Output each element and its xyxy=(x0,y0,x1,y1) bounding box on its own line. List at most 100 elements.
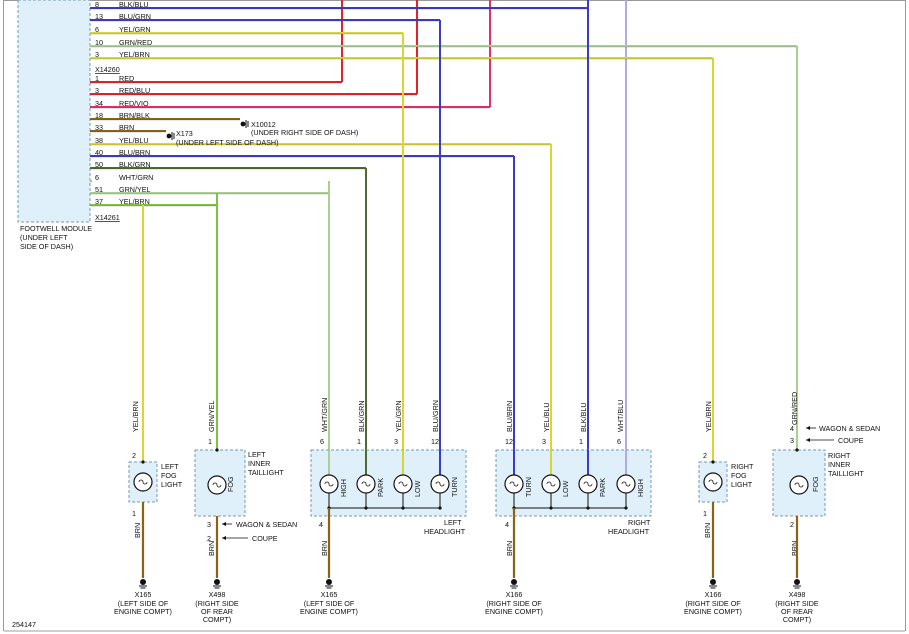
headlight-pin-number: 6 xyxy=(617,437,621,446)
svg-text:SIDE OF DASH): SIDE OF DASH) xyxy=(20,242,73,251)
svg-text:BRN: BRN xyxy=(790,541,799,556)
module-pin-number: 34 xyxy=(95,99,103,108)
module-pin-number: 3 xyxy=(95,86,99,95)
svg-text:FOG: FOG xyxy=(161,471,177,480)
svg-text:COUPE: COUPE xyxy=(252,534,278,543)
svg-text:3: 3 xyxy=(790,436,794,445)
pin-dot xyxy=(215,448,219,452)
svg-text:4: 4 xyxy=(790,424,794,433)
filament-icon xyxy=(583,481,593,487)
filament-icon xyxy=(361,481,371,487)
svg-text:RIGHT: RIGHT xyxy=(628,518,651,527)
wires xyxy=(90,0,798,462)
ground-id: X166 xyxy=(506,590,523,599)
ground-id: X166 xyxy=(705,590,722,599)
module-pin-number: 13 xyxy=(95,12,103,21)
bulb-label: PARK xyxy=(376,478,385,497)
filament-icon xyxy=(546,481,556,487)
svg-text:LEFT: LEFT xyxy=(161,462,179,471)
svg-text:4: 4 xyxy=(319,520,323,529)
module-pin-number: 40 xyxy=(95,148,103,157)
svg-text:2: 2 xyxy=(790,520,794,529)
svg-text:(UNDER LEFT: (UNDER LEFT xyxy=(20,233,68,242)
ground-location: OF REAR xyxy=(781,607,813,616)
pin-dot xyxy=(711,460,715,464)
ground-location: ENGINE COMPT) xyxy=(114,607,172,616)
splice-dot xyxy=(401,506,405,510)
bulb-label: PARK xyxy=(598,478,607,497)
ground-location: (LEFT SIDE OF xyxy=(304,599,355,608)
svg-text:LIGHT: LIGHT xyxy=(161,480,183,489)
module-wire-color: GRN/YEL xyxy=(119,185,151,194)
ground-location: (RIGHT SIDE OF xyxy=(685,599,741,608)
ground-location: ENGINE COMPT) xyxy=(485,607,543,616)
svg-text:(UNDER LEFT SIDE OF DASH): (UNDER LEFT SIDE OF DASH) xyxy=(176,138,279,147)
module-pin-number: 18 xyxy=(95,111,103,120)
svg-text:X173: X173 xyxy=(176,129,193,138)
svg-text:WHT/BLU: WHT/BLU xyxy=(616,400,625,432)
svg-text:X10012: X10012 xyxy=(251,120,276,129)
bulb-label: TURN xyxy=(450,477,459,497)
svg-text:HEADLIGHT: HEADLIGHT xyxy=(424,527,466,536)
svg-text:YEL/BLU: YEL/BLU xyxy=(542,402,551,432)
left-fog-light: LEFT FOG LIGHT 2 1 xyxy=(128,451,183,518)
connector-x14261: X14261 xyxy=(95,213,120,222)
svg-text:1: 1 xyxy=(208,437,212,446)
svg-text:WAGON & SEDAN: WAGON & SEDAN xyxy=(236,520,297,529)
headlight-pin-number: 1 xyxy=(357,437,361,446)
svg-text:WHT/GRN: WHT/GRN xyxy=(320,398,329,432)
module-wire-color: YEL/BLU xyxy=(119,136,149,145)
svg-text:COUPE: COUPE xyxy=(838,436,864,445)
headlight-pin-number: 12 xyxy=(505,437,513,446)
svg-text:LEFT: LEFT xyxy=(444,518,462,527)
pin-dot xyxy=(795,448,799,452)
ground-location: COMPT) xyxy=(783,615,811,624)
ground-location: (RIGHT SIDE xyxy=(195,599,239,608)
svg-text:RIGHT: RIGHT xyxy=(828,451,851,460)
module-pin-number: 33 xyxy=(95,123,103,132)
ground-location: OF REAR xyxy=(201,607,233,616)
svg-text:BLK/BLU: BLK/BLU xyxy=(579,402,588,432)
headlight-pin-number: 3 xyxy=(542,437,546,446)
ground-location: (LEFT SIDE OF xyxy=(118,599,169,608)
svg-text:INNER: INNER xyxy=(828,460,850,469)
svg-text:BLK/GRN: BLK/GRN xyxy=(357,400,366,432)
svg-text:LIGHT: LIGHT xyxy=(731,480,753,489)
svg-text:1: 1 xyxy=(132,509,136,518)
module-pin-number: 37 xyxy=(95,197,103,206)
ground-icon xyxy=(794,579,800,585)
ground-location: (RIGHT SIDE OF xyxy=(486,599,542,608)
svg-text:4: 4 xyxy=(505,520,509,529)
ground-id: X498 xyxy=(789,590,806,599)
module-wire-color: GRN/RED xyxy=(119,38,152,47)
footwell-module xyxy=(17,0,91,223)
module-wire-color: WHT/GRN xyxy=(119,173,153,182)
right-fog-light: RIGHT FOG LIGHT 2 1 xyxy=(698,451,754,518)
svg-text:BRN: BRN xyxy=(133,523,142,538)
svg-text:YEL/BRN: YEL/BRN xyxy=(704,401,713,432)
ground-location: (RIGHT SIDE xyxy=(775,599,819,608)
ground-icon xyxy=(710,579,716,585)
svg-text:LEFT: LEFT xyxy=(248,450,266,459)
svg-text:BRN: BRN xyxy=(505,541,514,556)
svg-text:TAILLIGHT: TAILLIGHT xyxy=(248,468,284,477)
module-wire-color: RED/BLU xyxy=(119,86,150,95)
module-wire-color: YEL/BRN xyxy=(119,197,150,206)
svg-text:BRN: BRN xyxy=(703,523,712,538)
ground-icon xyxy=(140,579,146,585)
module-wire-color: BLK/BLU xyxy=(119,0,149,9)
ground-icon xyxy=(214,579,220,585)
module-wire-color: BLU/BRN xyxy=(119,148,150,157)
ground-location: ENGINE COMPT) xyxy=(684,607,742,616)
svg-text:HEADLIGHT: HEADLIGHT xyxy=(608,527,650,536)
ground-x173: X173 (UNDER LEFT SIDE OF DASH) xyxy=(166,129,279,147)
svg-text:FOG: FOG xyxy=(811,476,820,492)
ground-icon xyxy=(326,579,332,585)
diagram-number: 254147 xyxy=(12,620,36,629)
headlight-pin-number: 12 xyxy=(431,437,439,446)
ground-id: X165 xyxy=(135,590,152,599)
svg-text:YEL/BRN: YEL/BRN xyxy=(131,401,140,432)
